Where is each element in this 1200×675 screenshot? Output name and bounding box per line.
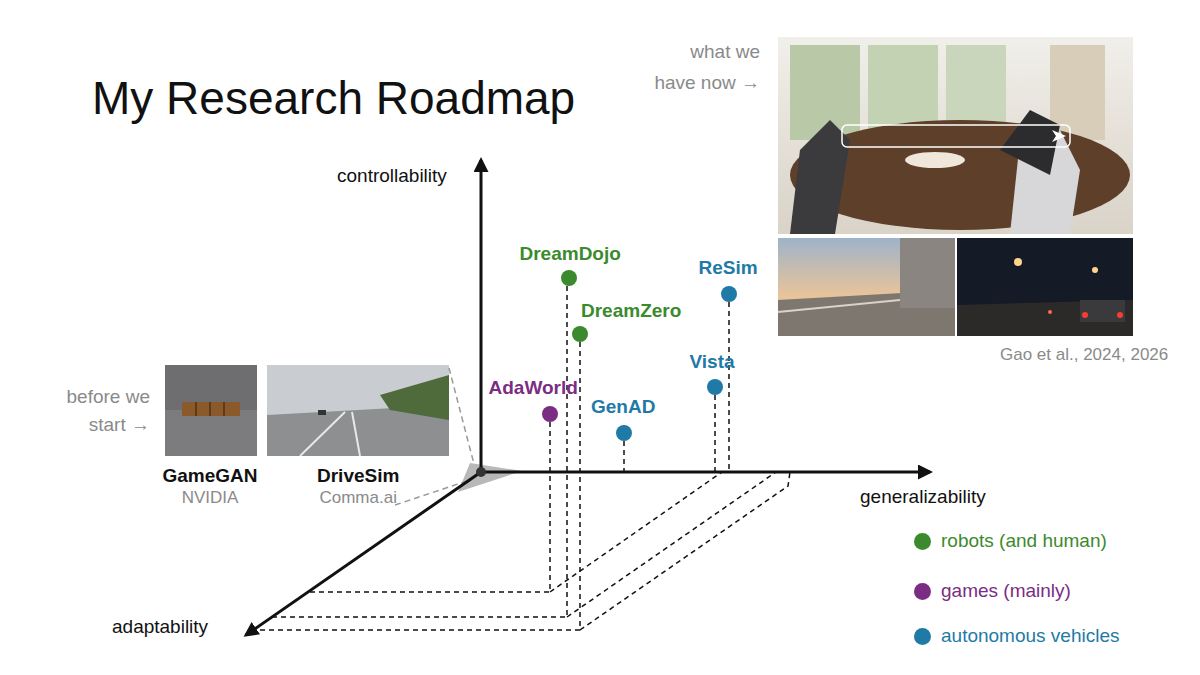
night-sky bbox=[957, 238, 1133, 336]
image-caption-node: DriveSimComma.ai bbox=[317, 465, 399, 508]
legend-text: autonomous vehicles bbox=[941, 625, 1120, 647]
origin-dot bbox=[476, 467, 486, 477]
source-name: Comma.ai bbox=[319, 487, 396, 508]
world-model-point: DreamZero bbox=[581, 300, 681, 322]
projection-line bbox=[253, 342, 790, 630]
overpass bbox=[900, 238, 955, 308]
car bbox=[1080, 300, 1125, 322]
title: My Research Roadmap bbox=[92, 70, 575, 126]
axis-label: adaptability bbox=[112, 615, 208, 639]
legend-text: games (mainly) bbox=[941, 580, 1071, 602]
gamegan-thumbnail bbox=[165, 365, 257, 456]
world-model-point: ReSim bbox=[699, 257, 758, 279]
point-marker bbox=[721, 286, 737, 302]
point-label: DreamZero bbox=[581, 300, 681, 322]
projection-line bbox=[714, 395, 716, 472]
action-arrow bbox=[1052, 130, 1066, 142]
projection-line bbox=[623, 441, 625, 472]
railing bbox=[778, 300, 900, 312]
game-floor bbox=[165, 410, 257, 456]
night-photo bbox=[957, 238, 1133, 336]
legend-text: robots (and human) bbox=[941, 530, 1107, 552]
driving-photo bbox=[778, 238, 955, 336]
point-marker bbox=[707, 379, 723, 395]
leader-line bbox=[449, 368, 474, 464]
axis-line bbox=[481, 471, 930, 474]
point-marker bbox=[561, 270, 577, 286]
point-marker bbox=[616, 425, 632, 441]
tail-light bbox=[1048, 310, 1052, 314]
car bbox=[318, 410, 326, 415]
leader-line bbox=[395, 480, 470, 505]
axis-label: generalizability bbox=[860, 485, 986, 509]
annotation: before we start → bbox=[38, 383, 150, 439]
robot-hand bbox=[790, 120, 850, 234]
drivesim-thumbnail bbox=[267, 365, 449, 456]
road-sky bbox=[267, 365, 449, 456]
trees bbox=[380, 375, 449, 420]
model-name: GameGAN bbox=[163, 465, 258, 487]
lane-lines bbox=[300, 412, 360, 456]
image-caption-node: GameGANNVIDIA bbox=[163, 465, 258, 508]
legend-item: autonomous vehicles bbox=[914, 625, 1120, 647]
legend-swatch bbox=[914, 533, 931, 550]
action-bar bbox=[842, 125, 1070, 147]
legend-item: games (mainly) bbox=[914, 580, 1071, 602]
point-label: AdaWorld bbox=[489, 377, 578, 399]
point-label: Vista bbox=[690, 351, 735, 373]
legend-swatch bbox=[914, 583, 931, 600]
origin-wedge bbox=[458, 463, 522, 492]
point-label: ReSim bbox=[699, 257, 758, 279]
game-wall bbox=[182, 402, 240, 416]
tail-light bbox=[1117, 312, 1123, 318]
street-light bbox=[1092, 267, 1098, 273]
street-light bbox=[1014, 258, 1022, 266]
game-wall-lines bbox=[196, 402, 224, 416]
projection-line bbox=[308, 422, 722, 592]
point-marker bbox=[542, 406, 558, 422]
model-name: DriveSim bbox=[317, 465, 399, 487]
point-label: GenAD bbox=[591, 396, 655, 418]
robot-photo bbox=[778, 37, 1133, 234]
axis-line bbox=[480, 160, 483, 472]
axis-label: controllability bbox=[337, 164, 447, 188]
projection-line bbox=[728, 302, 730, 472]
sky bbox=[778, 238, 955, 336]
point-marker bbox=[572, 326, 588, 342]
world-model-point: DreamDojo bbox=[520, 243, 621, 265]
world-model-point: GenAD bbox=[591, 396, 655, 418]
projection-line bbox=[272, 286, 776, 617]
road bbox=[957, 300, 1133, 336]
legend-item: robots (and human) bbox=[914, 530, 1107, 552]
annotation: what we have now → bbox=[648, 36, 760, 98]
axes bbox=[246, 160, 930, 635]
robot-object bbox=[1000, 110, 1060, 175]
game-sky bbox=[165, 365, 257, 456]
source-name: NVIDIA bbox=[182, 487, 239, 508]
world-model-point: Vista bbox=[690, 351, 735, 373]
axis-line bbox=[246, 472, 481, 635]
citation: Gao et al., 2024, 2026 bbox=[1000, 344, 1168, 366]
projection-lines bbox=[253, 286, 790, 630]
plate bbox=[905, 152, 965, 168]
point-label: DreamDojo bbox=[520, 243, 621, 265]
tail-light bbox=[1082, 312, 1088, 318]
photo-frame bbox=[778, 37, 1133, 234]
world-model-point: AdaWorld bbox=[489, 377, 578, 399]
legend-swatch bbox=[914, 628, 931, 645]
